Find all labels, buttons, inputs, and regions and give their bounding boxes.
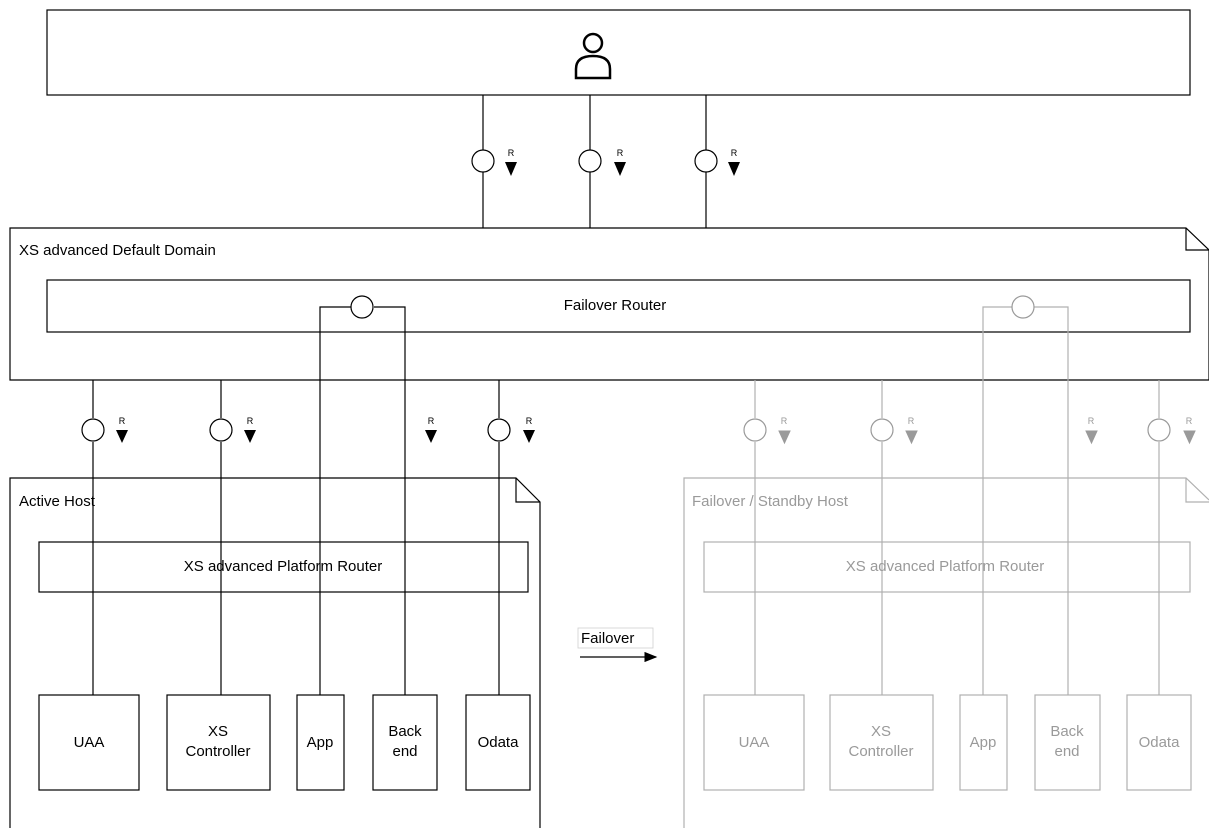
request-label: R xyxy=(526,416,533,426)
active-odata-label: Odata xyxy=(478,734,520,751)
standby-uaa-label: UAA xyxy=(739,734,770,751)
failover-arrow: Failover xyxy=(577,627,658,663)
request-label: R xyxy=(1186,416,1193,426)
request-arrow-icon xyxy=(244,430,256,443)
request-arrow-icon xyxy=(778,430,791,445)
standby-platform-router-label: XS advanced Platform Router xyxy=(846,558,1044,575)
request-label: R xyxy=(247,416,254,426)
request-label: R xyxy=(781,416,788,426)
standby-domain-connectors xyxy=(754,306,1160,695)
standby-xs-controller-label-2: Controller xyxy=(848,743,913,760)
standby-side: R R R R Failover / Standby Host XS advan… xyxy=(683,295,1209,828)
standby-request-markers: R R R R xyxy=(778,416,1196,445)
request-arrow-icon xyxy=(505,162,517,176)
standby-odata-box xyxy=(1126,694,1192,791)
active-request-markers: R R R R xyxy=(116,416,535,443)
request-label: R xyxy=(731,148,738,158)
request-arrow-icon xyxy=(614,162,626,176)
user-box xyxy=(46,9,1191,96)
active-uaa-box xyxy=(38,694,140,791)
active-lollipops xyxy=(81,295,511,442)
standby-xs-controller-box xyxy=(829,694,934,791)
request-arrow-icon xyxy=(728,162,740,176)
active-backend-box xyxy=(372,694,438,791)
user-request-markers: R R R xyxy=(505,148,740,176)
user-interface-lollipops xyxy=(471,149,718,173)
active-host: Active Host XS advanced Platform Router … xyxy=(9,477,541,828)
active-platform-router-label: XS advanced Platform Router xyxy=(184,558,382,575)
standby-platform-router xyxy=(703,541,1191,593)
failover-router-label: Failover Router xyxy=(564,297,667,314)
user-icon xyxy=(574,32,612,80)
standby-uaa-box xyxy=(703,694,805,791)
request-label: R xyxy=(428,416,435,426)
standby-backend-label: Back xyxy=(1050,723,1084,740)
failover-label: Failover xyxy=(581,630,634,647)
request-label: R xyxy=(119,416,126,426)
request-label: R xyxy=(617,148,624,158)
active-xs-controller-box xyxy=(166,694,271,791)
domain-title: XS advanced Default Domain xyxy=(19,242,216,259)
request-arrow-icon xyxy=(1183,430,1196,445)
standby-backend-box xyxy=(1034,694,1101,791)
request-arrow-icon xyxy=(523,430,535,443)
request-arrow-icon xyxy=(905,430,918,445)
standby-host: Failover / Standby Host XS advanced Plat… xyxy=(683,477,1209,828)
standby-lollipops xyxy=(743,295,1171,442)
standby-backend-label-2: end xyxy=(1054,743,1079,760)
active-host-title: Active Host xyxy=(19,493,96,510)
standby-odata-label: Odata xyxy=(1139,734,1181,751)
active-domain-connectors xyxy=(92,306,500,695)
standby-xs-controller-label: XS xyxy=(871,723,891,740)
active-backend-label-2: end xyxy=(392,743,417,760)
request-label: R xyxy=(508,148,515,158)
active-app-box xyxy=(296,694,345,791)
request-label: R xyxy=(1088,416,1095,426)
standby-app-label: App xyxy=(970,734,997,751)
standby-host-title: Failover / Standby Host xyxy=(692,493,849,510)
request-arrow-icon xyxy=(425,430,437,443)
active-xs-controller-label-2: Controller xyxy=(185,743,250,760)
active-uaa-label: UAA xyxy=(74,734,105,751)
active-odata-box xyxy=(465,694,531,791)
request-label: R xyxy=(908,416,915,426)
active-platform-router xyxy=(38,541,529,593)
request-arrow-icon xyxy=(1085,430,1098,445)
user-connectors xyxy=(482,95,707,228)
failover-router-box xyxy=(46,279,1191,333)
request-arrow-icon xyxy=(116,430,128,443)
active-app-label: App xyxy=(307,734,334,751)
standby-app-box xyxy=(959,694,1008,791)
active-backend-label: Back xyxy=(388,723,422,740)
active-xs-controller-label: XS xyxy=(208,723,228,740)
